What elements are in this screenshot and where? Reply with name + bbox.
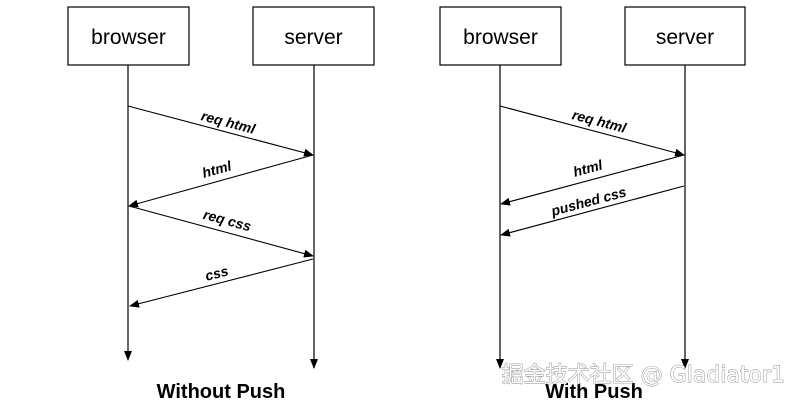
message-req-html: req html	[499, 105, 685, 157]
message-req-html: req html	[127, 105, 314, 157]
message-label: req html	[571, 106, 630, 136]
message-label: html	[200, 157, 234, 181]
message-label: pushed css	[548, 183, 628, 219]
caption-without-push: Without Push	[157, 381, 286, 402]
actor-label: browser	[463, 26, 538, 49]
message-label: css	[203, 262, 230, 283]
actor-browser-without-push: browser	[67, 6, 190, 66]
actor-label: server	[656, 26, 714, 49]
watermark-text: 掘金技术社区 @ Gladiator1	[502, 363, 785, 388]
actor-browser-with-push: browser	[439, 6, 562, 66]
actor-server-with-push: server	[624, 6, 746, 66]
message-html: html	[128, 154, 314, 208]
message-html: html	[500, 154, 685, 206]
message-pushed-css: pushed css	[500, 183, 685, 237]
message-label: html	[571, 156, 605, 179]
diagram-with-push: browser server req html html pushed css …	[439, 6, 746, 402]
message-req-css: req css	[128, 205, 314, 258]
caption-with-push: With Push	[545, 381, 643, 402]
diagram-without-push: browser server req html html req css css…	[67, 6, 375, 402]
actor-label: server	[284, 26, 342, 49]
message-label: req css	[202, 206, 254, 234]
actor-label: browser	[91, 26, 166, 49]
actor-server-without-push: server	[252, 6, 375, 66]
message-css: css	[129, 258, 314, 308]
